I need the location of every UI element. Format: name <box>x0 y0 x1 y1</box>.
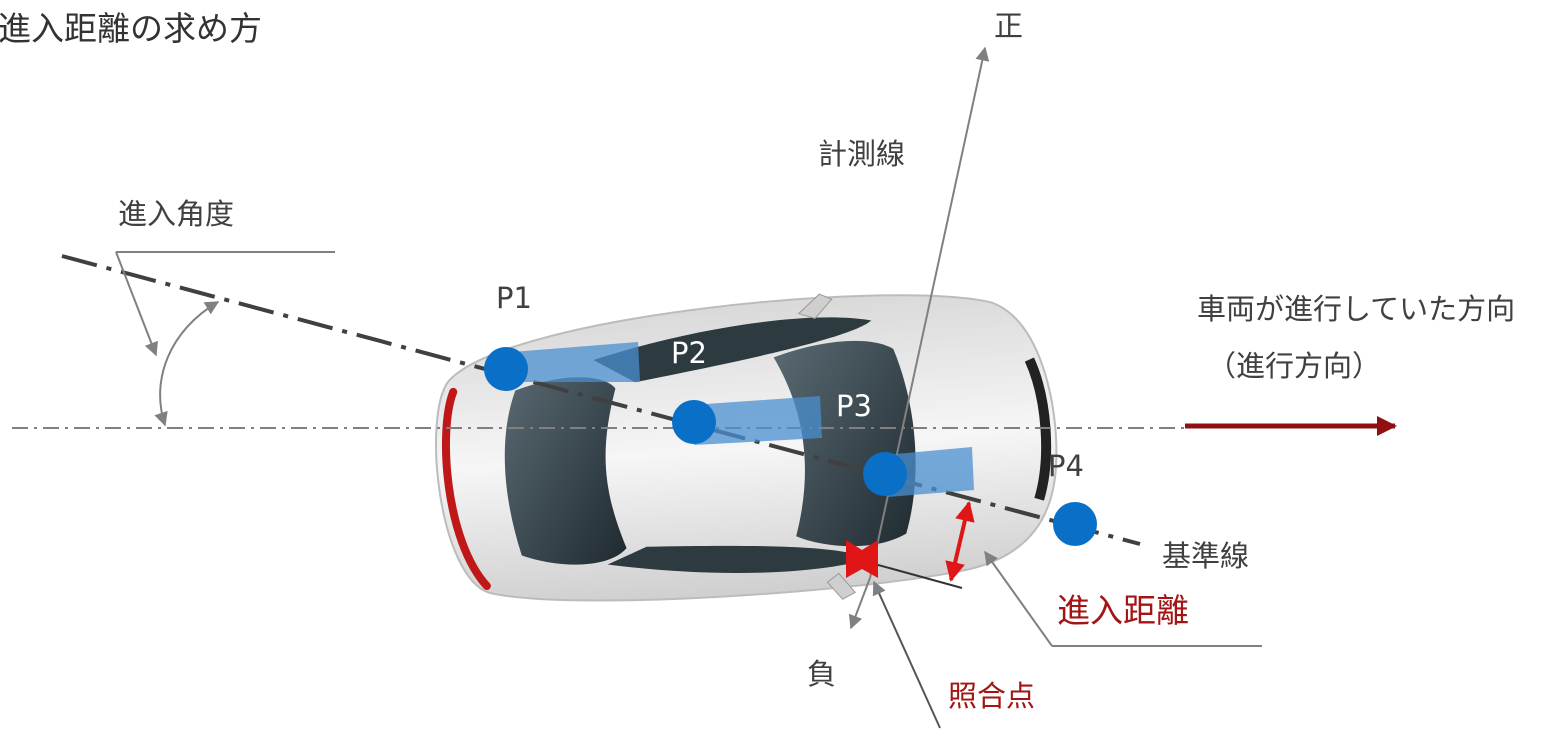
matching-point-label: 照合点 <box>948 679 1036 713</box>
entry-angle-label: 進入角度 <box>118 197 235 231</box>
matching-point-marker-right <box>846 540 878 578</box>
p2-band <box>692 396 822 445</box>
measurement-line-label: 計測線 <box>818 137 906 171</box>
point-p4-label: P4 <box>1048 449 1084 483</box>
negative-label: 負 <box>807 657 837 691</box>
point-p2 <box>672 400 716 444</box>
side-mirror-top <box>797 293 833 320</box>
rear-window <box>504 377 627 565</box>
point-p4 <box>1053 502 1097 546</box>
entry-distance-leader <box>984 550 1053 647</box>
direction-sub-label: （進行方向） <box>1207 349 1382 383</box>
entry-angle-arc <box>154 301 220 427</box>
side-window-bottom <box>607 545 868 573</box>
entry-distance-label: 進入距離 <box>1057 591 1189 630</box>
point-p2-label: P2 <box>671 336 707 370</box>
p3-band <box>885 447 974 497</box>
direction-label: 車両が進行していた方向 <box>1197 292 1516 326</box>
point-p1-label: P1 <box>496 281 532 315</box>
positive-label: 正 <box>994 9 1024 43</box>
matching-point-leader <box>872 580 941 729</box>
p1-band <box>512 342 640 382</box>
point-p3 <box>863 452 907 496</box>
side-mirror-bottom <box>826 572 856 600</box>
rear-light <box>441 387 491 590</box>
reference-line-label: 基準線 <box>1162 539 1250 573</box>
entry-distance-arrow <box>945 501 975 582</box>
side-window-top <box>593 317 872 383</box>
entry-angle-leader <box>115 251 158 357</box>
negative-arrow <box>848 577 871 630</box>
point-p1 <box>484 347 528 391</box>
page-title: 進入距離の求め方 <box>0 9 262 48</box>
point-p3-label: P3 <box>836 389 872 423</box>
reference-line <box>61 254 1141 546</box>
